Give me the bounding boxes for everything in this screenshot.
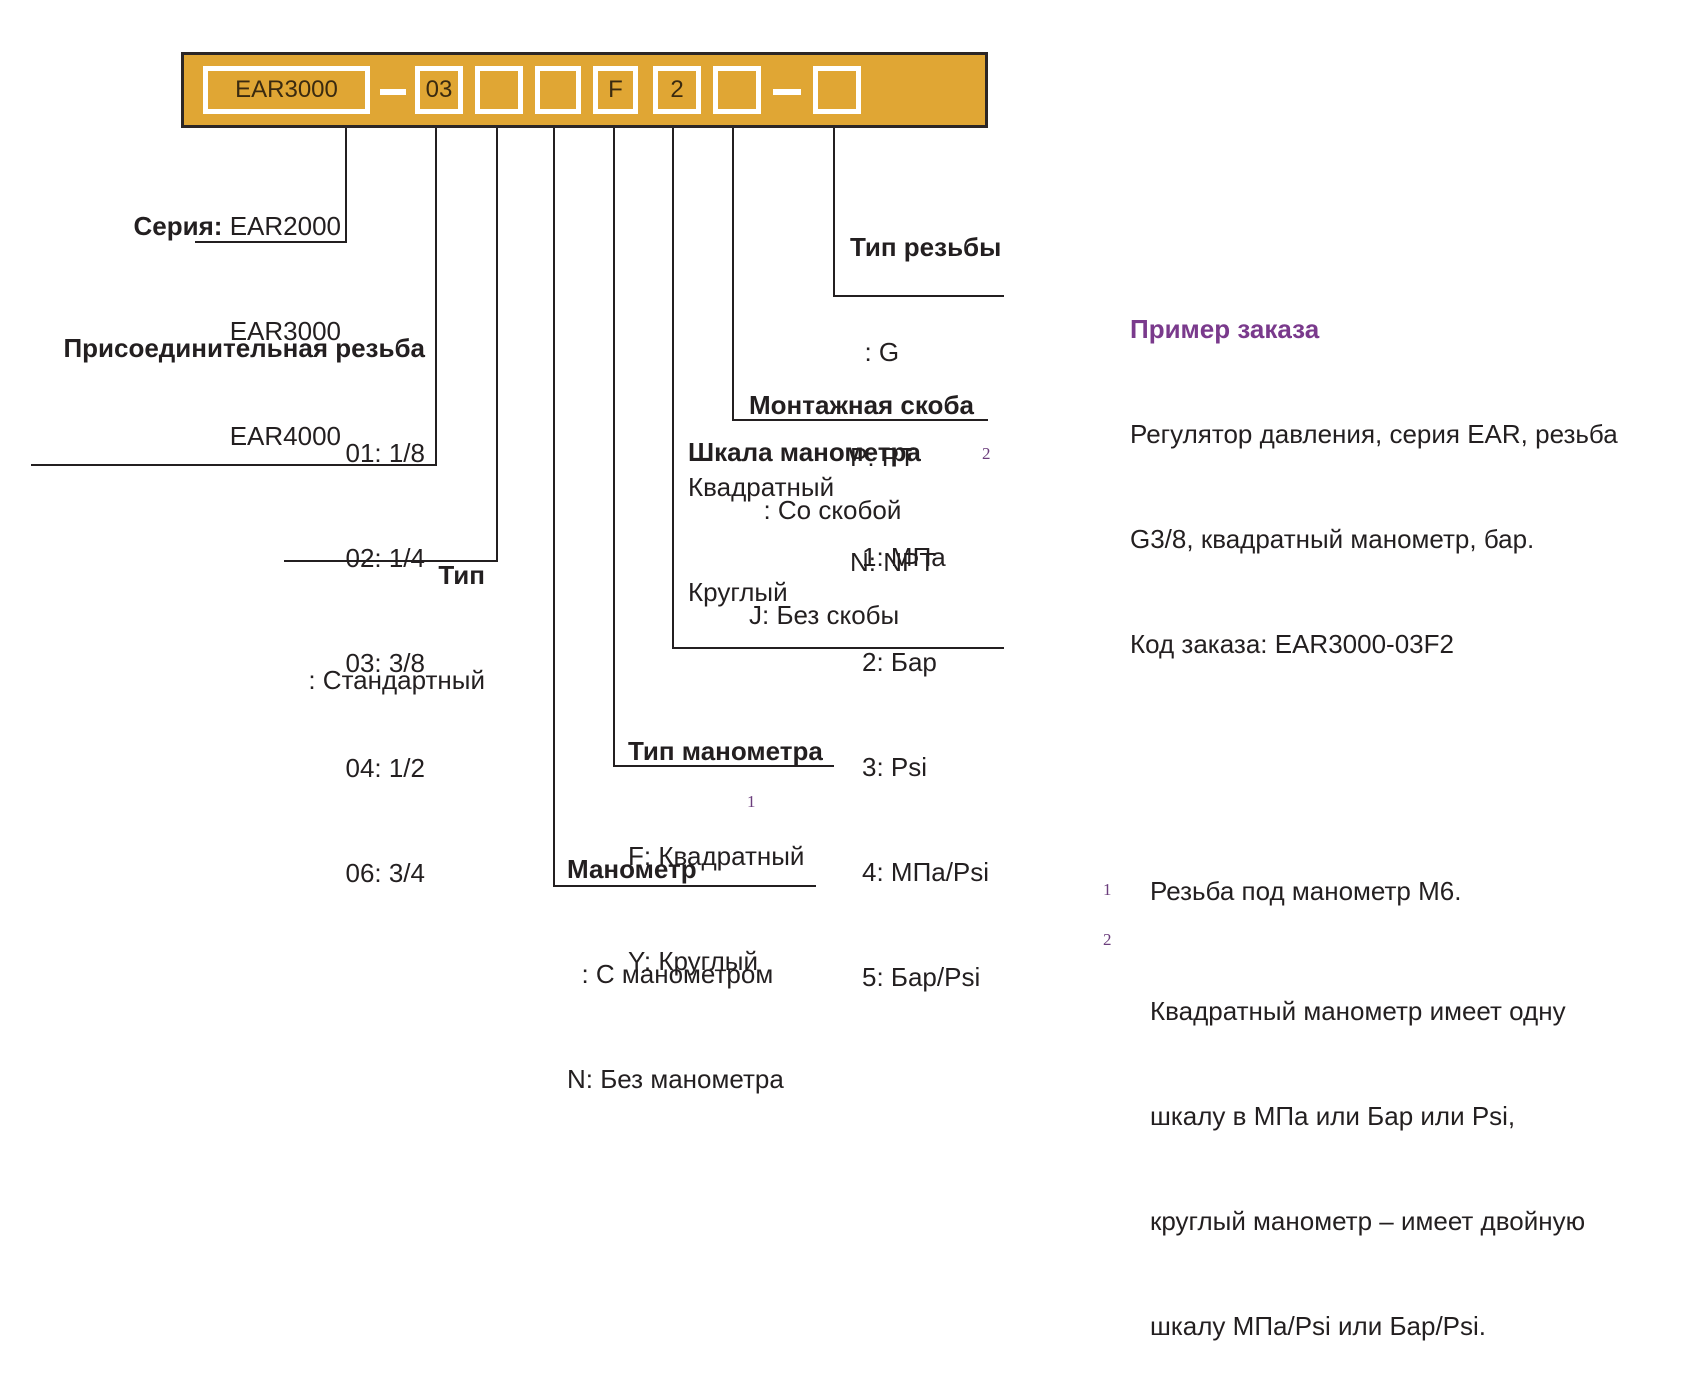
bracket-option: J: Без скобы [749,600,900,630]
gauge-connector [553,128,555,887]
thread-type-underline [833,295,1004,297]
order-example-title: Пример заказа [1130,314,1320,344]
thread-connector [435,128,437,466]
series-underline [195,241,347,243]
order-example: Пример заказа Регулятор давления, серия … [1130,242,1618,697]
scale-option: 3: Psi [862,752,928,782]
scale-option: 4: МПа/Psi [862,857,990,887]
bracket-title: Монтажная скоба [749,390,974,420]
type-title: Тип [438,560,485,590]
code-slot-scale: 2 [653,66,701,114]
footnote-ref-1: 1 [747,792,756,811]
thread-type-connector [833,128,835,297]
thread-option: 02: 1/4 [345,543,425,573]
gauge-type-option: Y: Круглый [628,946,758,976]
type-block: Тип : Стандартный [200,488,485,733]
code-slot-type [475,66,523,114]
code-slot-gauge-type: F [593,66,638,114]
scale-connector [672,128,674,649]
gauge-option: N: Без манометра [567,1064,784,1094]
order-example-line: Регулятор давления, серия EAR, резьба [1130,419,1618,449]
code-dash [773,89,801,95]
bracket-option: : Со скобой [749,495,902,525]
code-slot-thread: 03 [415,66,463,114]
code-slot-gauge [535,66,581,114]
order-code-bar: EAR3000 03 F 2 [181,52,988,128]
bracket-underline [732,419,988,421]
gauge-underline [553,885,816,887]
footnote-text: Квадратный манометр имеет одну шкалу в М… [1150,924,1585,1379]
gauge-type-underline [613,765,834,767]
scale-group-label: Квадратный [688,472,835,502]
code-dash [380,89,406,95]
gauge-type-connector [613,128,615,767]
gauge-scale-title: Шкала манометра [688,437,921,467]
scale-option: 2: Бар [862,647,937,677]
thread-option: 01: 1/8 [345,438,425,468]
thread-option: 04: 1/2 [345,753,425,783]
gauge-option: : С манометром [567,959,774,989]
scale-group-options: 1: МПа 2: Бар 3: Psi 4: МПа/Psi 5: Бар/P… [862,470,989,1030]
thread-underline [31,464,437,466]
code-slot-series: EAR3000 [203,66,370,114]
footnote-line: шкалу МПа/Psi или Бар/Psi. [1150,1311,1487,1341]
footnote-line: круглый манометр – имеет двойную [1150,1206,1586,1236]
thread-connection-title: Присоединительная резьба [63,333,425,363]
series-block: Серия: EAR2000 EAR3000 EAR4000 [60,139,341,489]
thread-option: 06: 3/4 [345,858,425,888]
footnote-text: Резьба под манометр М6. [1150,876,1462,906]
footnote-number: 1 [1103,880,1112,899]
series-connector [345,128,347,243]
scale-option: 5: Бар/Psi [862,962,981,992]
bracket-block: Монтажная скоба : Со скобой J: Без скобы [749,318,974,668]
series-label: Серия: [133,211,223,241]
code-slot-bracket [713,66,761,114]
order-example-line: G3/8, квадратный манометр, бар. [1130,524,1535,554]
thread-type-title: Тип резьбы [850,232,1002,262]
gauge-title: Манометр [567,854,697,884]
scale-underline [672,647,1004,649]
thread-type-option: N: NPT [850,547,936,577]
gauge-type-option: F: Квадратный [628,841,805,871]
thread-type-block: Тип резьбы : G P: PT N: NPT [850,160,1001,615]
thread-type-option: P: PT [850,442,916,472]
type-underline [284,560,498,562]
gauge-block: Манометр : С манометром N: Без манометра [567,782,784,1132]
footnote-number: 2 [1103,930,1112,949]
thread-type-option: : G [850,337,900,367]
thread-connection-block: Присоединительная резьба 01: 1/8 02: 1/4… [0,261,425,926]
footnote-line: Квадратный манометр имеет одну [1150,996,1566,1026]
code-slot-thread-type [813,66,861,114]
series-option: EAR4000 [229,421,341,451]
series-option: EAR3000 [229,316,341,346]
type-connector [496,128,498,562]
thread-option: 03: 3/8 [345,648,425,678]
scale-option: 1: МПа [862,542,946,572]
scale-group-label: Круглый [688,577,788,607]
footnote-ref-2: 2 [982,444,991,463]
footnote-line: шкалу в МПа или Бар или Psi, [1150,1101,1516,1131]
gauge-type-block: Тип манометра F: Квадратный Y: Круглый [628,664,823,1014]
order-example-line: Код заказа: EAR3000-03F2 [1130,629,1454,659]
bracket-connector [732,128,734,421]
type-option: : Стандартный [308,665,485,695]
gauge-type-title: Тип манометра [628,736,823,766]
series-option: EAR2000 [229,211,341,241]
